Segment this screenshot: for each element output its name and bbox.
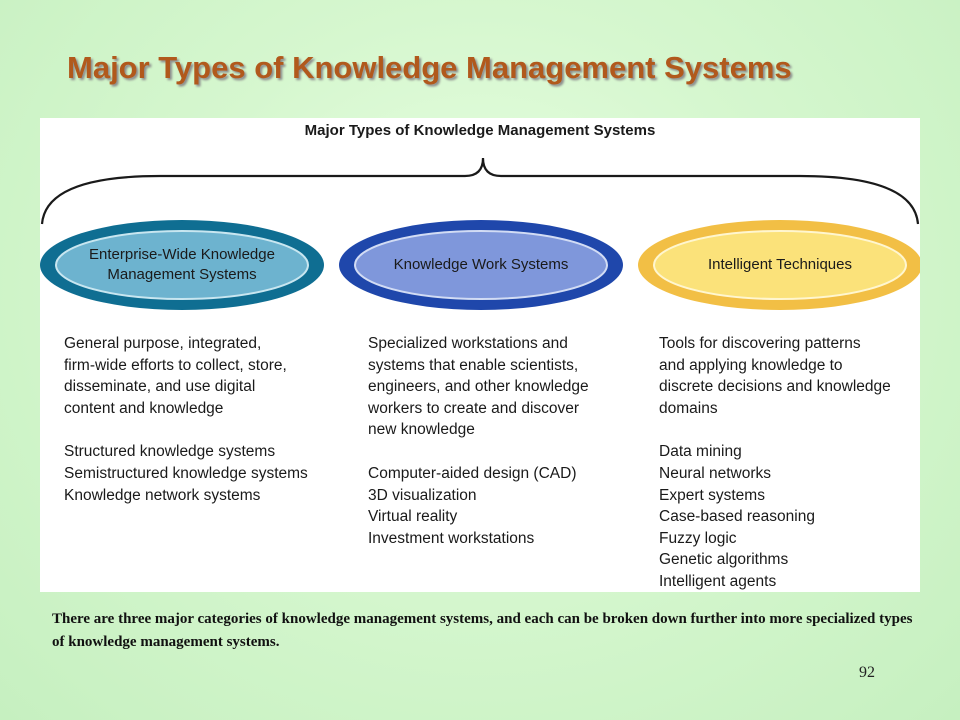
description-line: and applying knowledge to [659,356,843,374]
column-enterprise: General purpose, integrated, firm-wide e… [64,333,308,506]
page-number: 92 [859,664,875,681]
list-item: Virtual reality [368,508,458,526]
description-line: Tools for discovering patterns [659,335,861,352]
category-label-enterprise: Enterprise-Wide Knowledge Management Sys… [89,246,275,283]
description-line: content and knowledge [64,399,224,417]
list-item: Intelligent agents [659,572,777,590]
description-line: new knowledge [368,421,475,439]
list-item: Data mining [659,443,742,461]
column-knowledge-work: Specialized workstations and systems tha… [368,333,589,549]
category-label-knowledge-work: Knowledge Work Systems [393,256,569,273]
category-description: Tools for discovering patterns and apply… [659,333,891,419]
category-items: Data mining Neural networks Expert syste… [659,441,891,592]
list-item: Case-based reasoning [659,508,815,526]
list-item: Investment workstations [368,529,535,547]
category-items: Structured knowledge systems Semistructu… [64,441,308,506]
ellipse-knowledge-work [339,220,623,310]
ellipse-enterprise-wide [40,220,324,310]
list-item: 3D visualization [368,486,477,504]
description-line: engineers, and other knowledge [368,378,589,396]
category-description: General purpose, integrated, firm-wide e… [64,333,308,419]
category-items: Computer-aided design (CAD) 3D visualiza… [368,463,589,549]
description-line: General purpose, integrated, [64,335,262,352]
column-intelligent: Tools for discovering patterns and apply… [659,333,891,593]
list-item: Structured knowledge systems [64,443,276,461]
kms-diagram: Major Types of Knowledge Management Syst… [40,118,920,592]
list-item: Fuzzy logic [659,529,737,547]
list-item: Computer-aided design (CAD) [368,464,577,482]
description-line: discrete decisions and knowledge [659,378,891,396]
list-item: Knowledge network systems [64,486,261,504]
slide-title: Major Types of Knowledge Management Syst… [67,50,792,85]
figure-caption: There are three major categories of know… [52,611,913,650]
list-item: Neural networks [659,464,771,482]
description-line: firm-wide efforts to collect, store, [64,356,287,374]
list-item: Expert systems [659,486,765,504]
description-line: Specialized workstations and [368,335,568,352]
ellipse-intelligent-techniques [638,220,920,310]
category-label-intelligent: Intelligent Techniques [708,256,852,273]
list-item: Genetic algorithms [659,551,789,569]
description-line: systems that enable scientists, [368,356,579,374]
description-line: disseminate, and use digital [64,378,256,396]
description-line: workers to create and discover [368,399,580,417]
figure-title: Major Types of Knowledge Management Syst… [304,122,656,139]
grouping-brace [40,157,920,310]
category-description: Specialized workstations and systems tha… [368,333,589,441]
description-line: domains [659,399,718,417]
list-item: Semistructured knowledge systems [64,464,308,482]
